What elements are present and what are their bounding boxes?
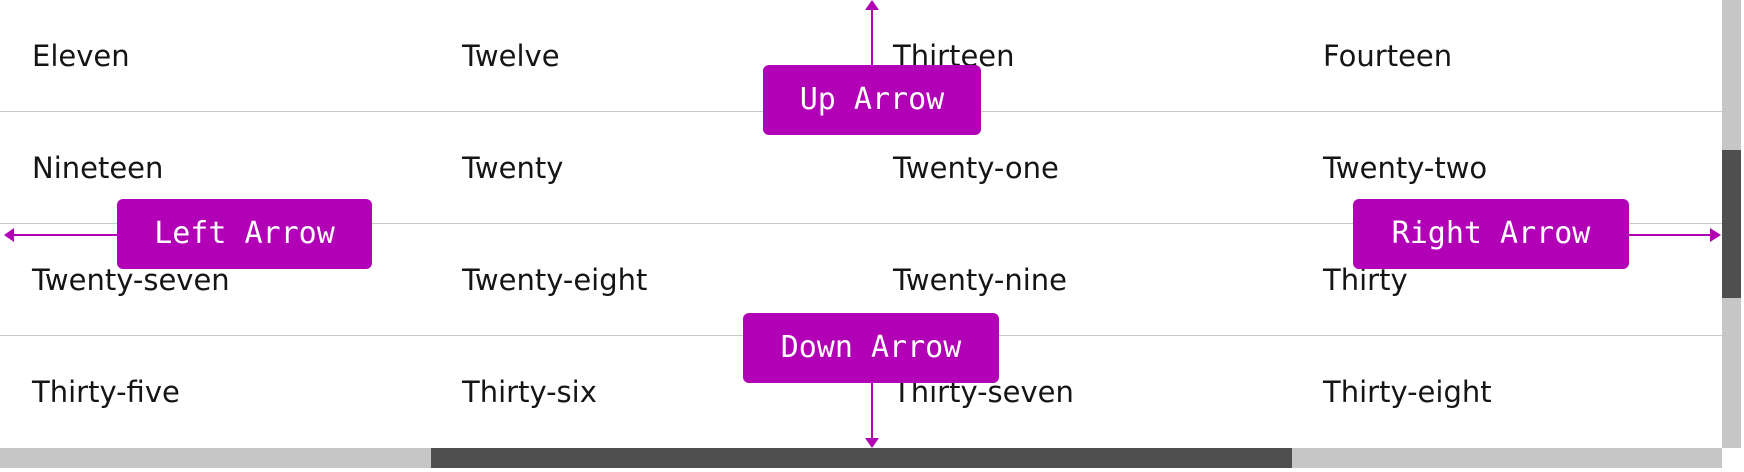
grid-cell[interactable]: Nineteen: [32, 151, 164, 185]
up-arrow-label: Up Arrow: [763, 65, 981, 135]
left-arrow-label: Left Arrow: [117, 199, 372, 269]
right-arrow-label: Right Arrow: [1353, 199, 1629, 269]
grid-cell[interactable]: Twenty-nine: [893, 263, 1067, 297]
down-arrow-label: Down Arrow: [743, 313, 999, 383]
grid-cell[interactable]: Twenty-two: [1323, 151, 1488, 185]
grid-cell[interactable]: Twenty-eight: [462, 263, 648, 297]
horizontal-scrollbar-thumb[interactable]: [431, 448, 1292, 468]
scrollbar-corner: [1722, 448, 1744, 472]
grid-cell[interactable]: Twenty-one: [893, 151, 1059, 185]
grid-cell[interactable]: Eleven: [32, 39, 130, 73]
grid-cell[interactable]: Twenty: [462, 151, 564, 185]
vertical-scrollbar-thumb[interactable]: [1722, 150, 1741, 298]
grid-cell[interactable]: Twelve: [462, 39, 560, 73]
data-grid: Eleven Twelve Thirteen Fourteen Nineteen…: [0, 39, 1722, 448]
grid-cell[interactable]: Thirty-six: [462, 375, 597, 409]
grid-cell[interactable]: Thirty-five: [32, 375, 180, 409]
grid-cell[interactable]: Thirty-eight: [1323, 375, 1492, 409]
grid-cell[interactable]: Fourteen: [1323, 39, 1453, 73]
grid-row: Nineteen Twenty Twenty-one Twenty-two: [0, 112, 1722, 224]
grid-row: Thirty-five Thirty-six Thirty-seven Thir…: [0, 336, 1722, 448]
